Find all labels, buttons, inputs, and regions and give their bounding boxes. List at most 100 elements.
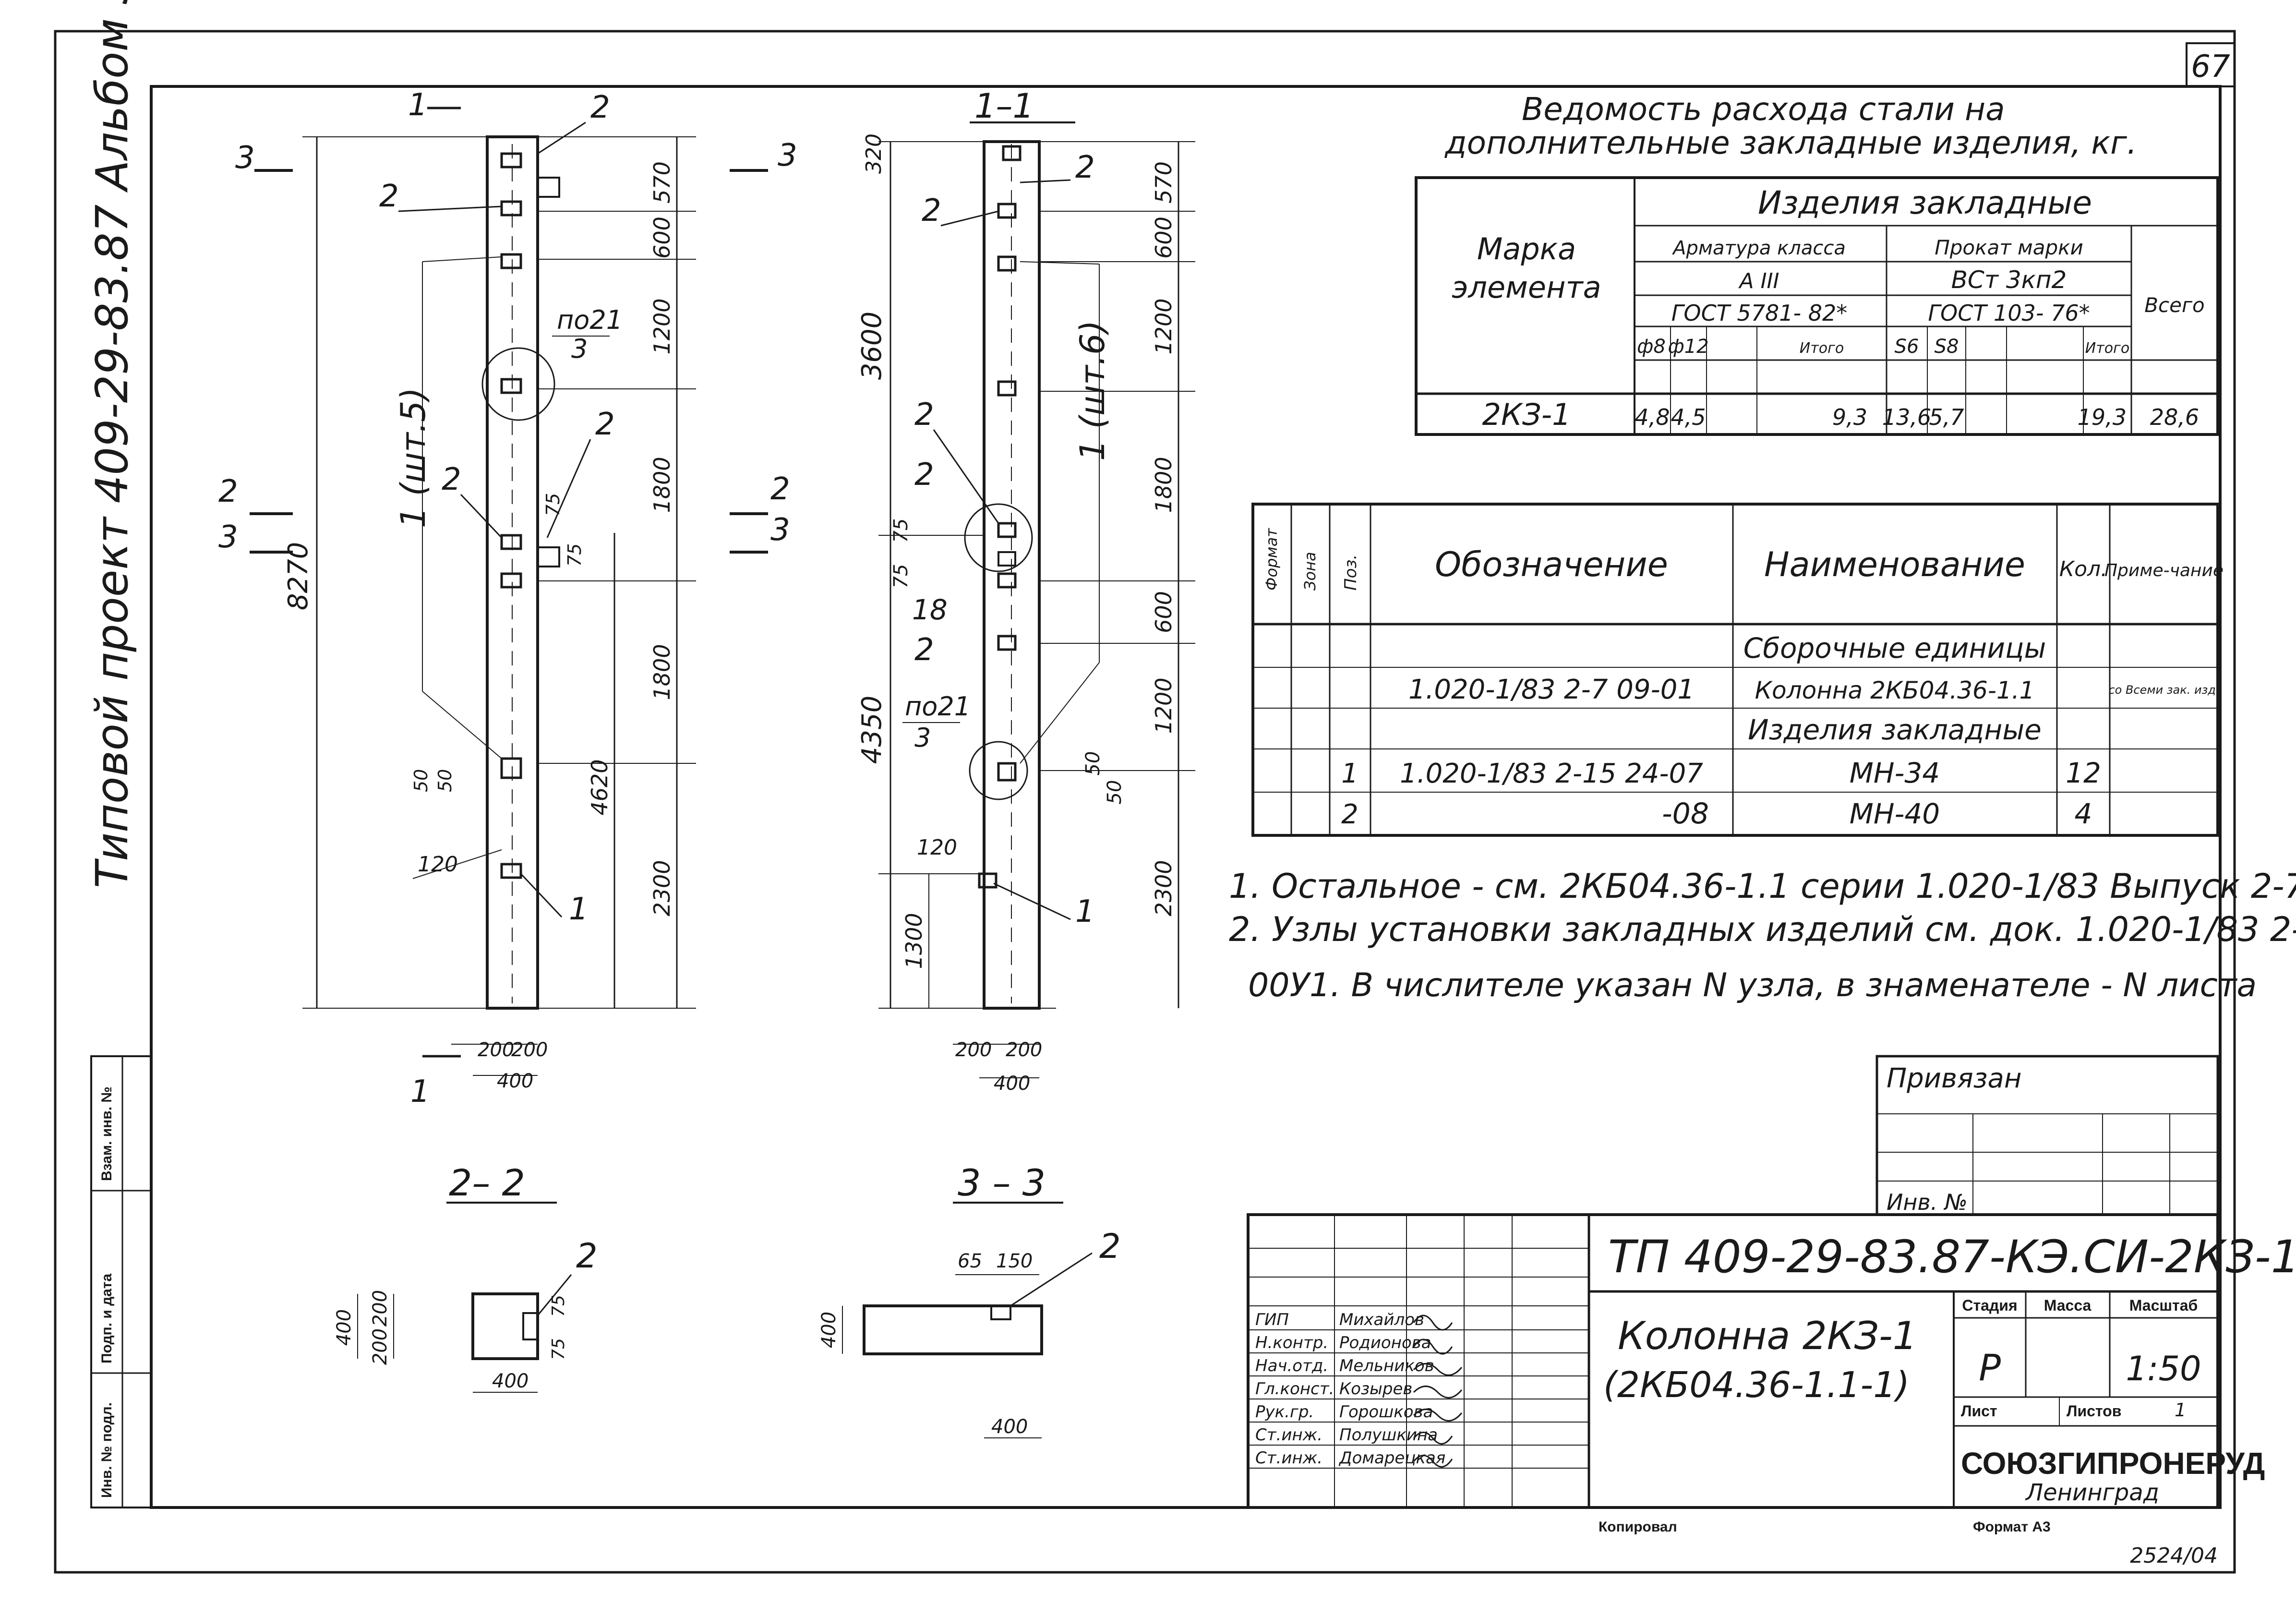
steel-col-mark-2: элемента — [1452, 270, 1601, 305]
section-mark-3-left: 3 — [235, 140, 255, 176]
title-stage: Р — [1979, 1346, 2001, 1389]
spec-row-3-designation: 1.020-1/83 2-15 24-07 — [1400, 758, 1703, 789]
section-3-3-outline — [863, 1304, 1043, 1355]
steel-col-prokat-std: ГОСТ 103- 76* — [1928, 300, 2090, 326]
spec-row-2-name: Изделия закладные — [1748, 713, 2042, 746]
dim-elev-50a: 50 — [410, 769, 432, 792]
dim-elev-570: 570 — [649, 161, 675, 204]
steel-sub-itogo1: Итого — [1800, 340, 1844, 357]
steel-col-arm-std: ГОСТ 5781- 82* — [1671, 300, 1848, 326]
dim-elev-2300: 2300 — [649, 860, 675, 916]
copied-by: Копировал — [1599, 1519, 1677, 1535]
notes: 1. Остальное - см. 2КБ04.36-1.1 серии 1.… — [1229, 867, 2296, 1004]
node-ref-s1-den: 3 — [914, 723, 931, 753]
dim-elev-bottom-200b: 200 — [511, 1039, 548, 1061]
section-mark-2-right: 2 — [770, 471, 790, 507]
section-mark-3b-left: 3 — [218, 519, 238, 555]
dim-s2-75b: 75 — [549, 1338, 568, 1360]
spec-head-note: Приме-чание — [2104, 561, 2224, 580]
steel-cell-total: 28,6 — [2150, 404, 2199, 430]
title-org: СОЮЗГИПРОНЕРУД — [1961, 1446, 2265, 1481]
dim-elev-50b: 50 — [434, 769, 456, 792]
title-scale-label: Масштаб — [2129, 1297, 2198, 1314]
dim-s1-bottom-200b: 200 — [1006, 1039, 1042, 1061]
callout-2-s1-top: 2 — [1075, 150, 1095, 185]
role-6-name: Домарецкая — [1338, 1448, 1445, 1468]
section-mark-3-right: 3 — [778, 138, 797, 173]
spec-head-zone: Зона — [1301, 552, 1319, 591]
callout-2-s1-lower: 2 — [914, 632, 934, 668]
dim-s2-400v: 400 — [333, 1309, 355, 1346]
steel-cell-s8: 5,7 — [1929, 404, 1964, 430]
section-1-1-title: 1–1 — [974, 86, 1034, 126]
dim-s1r-1800: 1800 — [1151, 457, 1177, 513]
side-stamp: Инв. № подл. Подп. и дата Взам. инв. № — [90, 1055, 152, 1508]
callout-1-elev: 1 — [569, 892, 589, 927]
side-label-inv: Инв. № подл. — [99, 1402, 115, 1498]
dim-s2-200a: 200 — [369, 1290, 391, 1327]
dim-s1r-50b: 50 — [1104, 780, 1126, 805]
section-mark-3b-right: 3 — [770, 512, 790, 548]
node-ref-elev-num: по21 — [557, 305, 623, 335]
title-name-1: Колонна 2КЗ-1 — [1618, 1314, 1917, 1358]
dim-elev-1800b: 1800 — [649, 644, 675, 700]
signatures — [1413, 1315, 1463, 1468]
callout-2-s1-mid2: 2 — [914, 457, 934, 493]
role-5-name: Полушкина — [1339, 1425, 1438, 1445]
spec-head-qty: Кол. — [2059, 557, 2107, 581]
steel-cell-s6: 13,6 — [1882, 404, 1931, 430]
node-s1-18: 18 — [912, 593, 948, 626]
callout-2-elev-mid: 2 — [595, 407, 615, 442]
title-stage-label: Стадия — [1962, 1297, 2017, 1314]
dim-s1r-600b: 600 — [1151, 591, 1177, 633]
spec-row-4-designation: -08 — [1662, 797, 1709, 831]
callout-1-s1: 1 — [1075, 894, 1095, 929]
title-city: Ленинград — [2025, 1479, 2159, 1506]
embedded-parts-section-1 — [978, 145, 1022, 889]
callout-2-s2: 2 — [576, 1236, 598, 1276]
title-code: ТП 409-29-83.87-КЭ.СИ-2КЗ-1 — [1608, 1231, 2296, 1283]
callout-2-s1-mid: 2 — [914, 397, 934, 433]
dim-elev-600: 600 — [649, 217, 675, 259]
dim-elev-bottom-200a: 200 — [478, 1039, 514, 1061]
side-label-replace: Взам. инв. № — [99, 1086, 115, 1181]
spec-table: Формат Зона Поз. Обозначение Наименовани… — [1251, 503, 2224, 837]
dim-s1-120: 120 — [917, 835, 957, 860]
spec-row-4-pos: 2 — [1341, 799, 1358, 830]
spec-head-designation: Обозначение — [1435, 545, 1668, 584]
dim-elev-1800a: 1800 — [649, 457, 675, 513]
spec-row-1-note: со Всеми зак. изд. — [2108, 683, 2219, 697]
dim-s2-200b: 200 — [369, 1328, 391, 1365]
dim-s1r-1200b: 1200 — [1151, 677, 1177, 734]
steel-cell-itogo1: 9,3 — [1832, 404, 1867, 430]
callout-2-s1-left: 2 — [922, 193, 941, 229]
page-number: 67 — [2191, 49, 2230, 84]
steel-table-title-1: Ведомость расхода стали на — [1522, 91, 2005, 128]
steel-col-prokat: Прокат марки — [1935, 236, 2083, 259]
dim-s3-65: 65 — [958, 1250, 982, 1272]
binding-inv-label: Инв. № — [1887, 1189, 1968, 1215]
dim-s1r-1200a: 1200 — [1151, 298, 1177, 354]
dim-s1r-570: 570 — [1151, 161, 1177, 204]
node-circle-section-1a — [964, 503, 1033, 572]
spec-row-3-name: МН-34 — [1850, 757, 1940, 789]
section-2-2-view: 2– 2 2 400 200 200 75 75 400 — [333, 1161, 598, 1393]
dim-s3-150: 150 — [996, 1250, 1033, 1272]
callout-2-elev-top: 2 — [590, 90, 610, 125]
archive-number: 2524/04 — [2130, 1544, 2218, 1568]
dim-s1-bottom-200a: 200 — [955, 1039, 992, 1061]
dim-s1-1300: 1300 — [901, 913, 927, 969]
dim-elev-75a: 75 — [542, 493, 564, 516]
dim-elev-1200: 1200 — [649, 298, 675, 354]
dim-s1-bottom-400: 400 — [994, 1073, 1030, 1095]
title-name-2: (2КБ04.36-1.1-1) — [1603, 1364, 1910, 1406]
steel-cell-itogo2: 19,3 — [2078, 404, 2127, 430]
title-roles: ГИП Михайлов Н.контр. Родионова Нач.отд.… — [1255, 1310, 1445, 1468]
steel-col-total: Всего — [2144, 293, 2205, 317]
dim-s2-400h: 400 — [492, 1370, 529, 1392]
title-sheets-label: Листов — [2067, 1402, 2121, 1420]
spec-head-name: Наименование — [1764, 545, 2025, 584]
steel-col-prokat-grade: ВСт 3кп2 — [1951, 266, 2067, 294]
rebar-label-elev: 1 (шт.5) — [394, 387, 433, 528]
